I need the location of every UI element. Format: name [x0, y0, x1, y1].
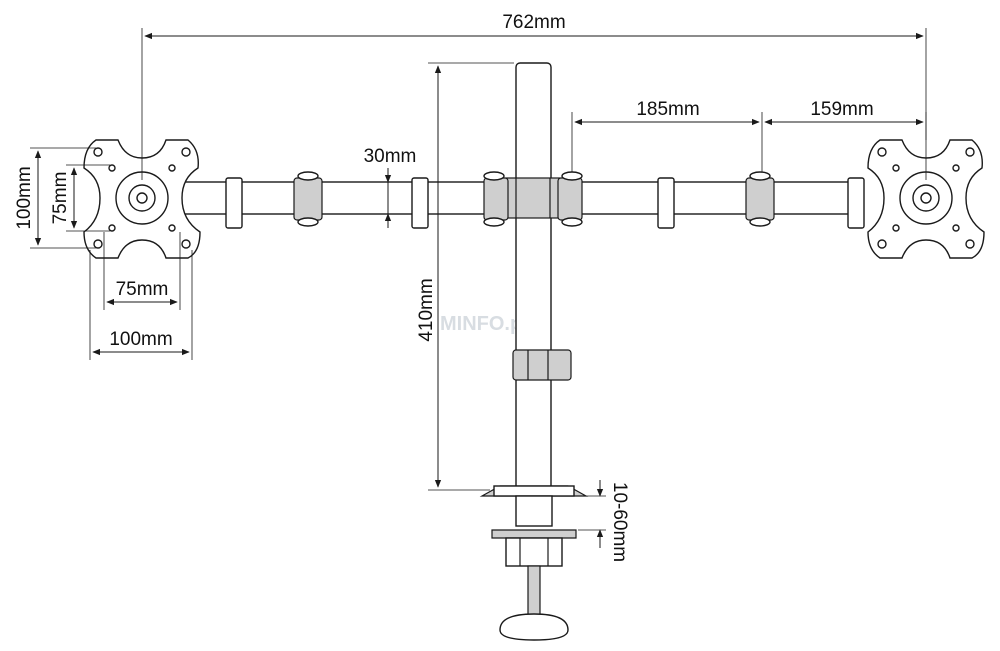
- label-vesa-inner-width: 75mm: [116, 279, 169, 300]
- arm-joint-center-left: [483, 171, 509, 227]
- label-vesa-inner-height: 75mm: [50, 172, 71, 225]
- label-clamp-range: 10-60mm: [609, 482, 630, 562]
- dim-pole-height: 410mm: [416, 62, 514, 491]
- watermark: MINFO.pl: [440, 313, 528, 335]
- label-arm-tube: 30mm: [364, 146, 417, 167]
- pole-bracket: [505, 177, 561, 219]
- arm-joint-left: [293, 171, 323, 227]
- dim-overall-width: 762mm: [141, 12, 927, 180]
- label-vesa-outer-width: 100mm: [109, 329, 172, 350]
- dim-clamp-range: 10-60mm: [578, 480, 630, 562]
- label-arm-segment: 185mm: [636, 99, 699, 120]
- dim-vesa-inner-width: 75mm: [103, 232, 181, 310]
- desk-clamp: [479, 485, 589, 641]
- dim-arm-tube: 30mm: [364, 146, 417, 228]
- label-overall-width: 762mm: [502, 12, 565, 33]
- label-pole-height: 410mm: [416, 278, 437, 341]
- label-end-segment: 159mm: [810, 99, 873, 120]
- pole: [512, 62, 572, 494]
- cable-clip-right-2: [847, 177, 865, 229]
- dim-vesa-inner-height: 75mm: [50, 164, 110, 232]
- vesa-plate-right: [867, 139, 985, 259]
- cable-clip-right-1: [657, 177, 675, 229]
- dim-vesa-outer-width: 100mm: [89, 250, 193, 360]
- label-vesa-outer-height: 100mm: [14, 166, 35, 229]
- vesa-plate-left: [83, 139, 201, 259]
- cable-clip-left-2: [411, 177, 429, 229]
- arm-joint-center-right: [557, 171, 583, 227]
- dim-vesa-outer-height: 100mm: [14, 147, 96, 249]
- cable-clip-left-1: [225, 177, 243, 229]
- height-collar: [512, 349, 572, 381]
- dim-end-segment: 159mm: [764, 99, 927, 140]
- dim-arm-segment: 185mm: [571, 99, 763, 172]
- arm-joint-right: [745, 171, 775, 227]
